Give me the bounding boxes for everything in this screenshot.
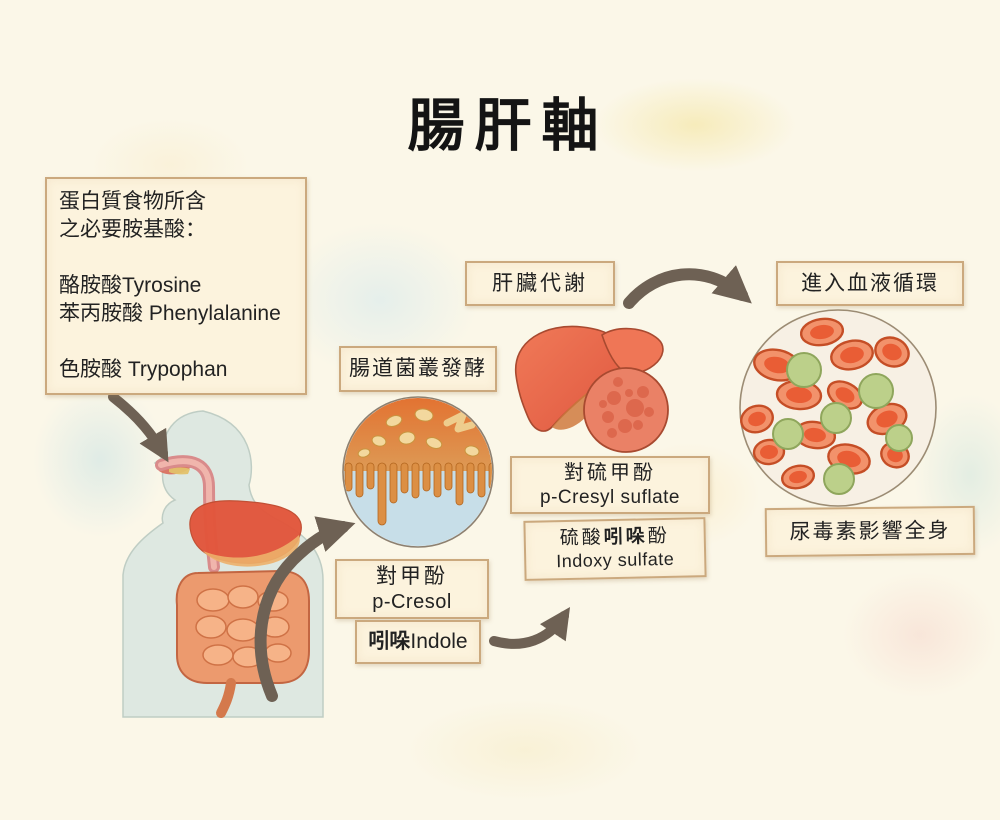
indole-box: 吲哚Indole — [355, 620, 481, 664]
page-title: 腸肝軸 — [407, 94, 609, 158]
p-cresyl-sulfate-box: 對硫甲酚 p-Cresyl suflate — [510, 456, 710, 514]
p-cresyl-sulfate-en: p-Cresyl suflate — [540, 486, 680, 508]
liver-and-cells-illustration — [515, 325, 669, 453]
uremic-toxins-label: 尿毒素影響全身 — [764, 505, 976, 558]
arrow-liver-to-blood — [623, 265, 752, 309]
p-cresyl-sulfate-zh: 對硫甲酚 — [564, 462, 656, 485]
blood-cells-circle-illustration — [739, 309, 937, 507]
red-blood-cells — [740, 317, 910, 490]
protein-amino-acids-box: 蛋白質食物所含 之必要胺基酸： 酪胺酸Tyrosine 苯丙胺酸 Phenyla… — [45, 177, 307, 395]
enter-blood-text: 進入血液循環 — [801, 271, 939, 295]
human-digestive-system-illustration — [122, 410, 324, 718]
indoxyl-sulfate-box: 硫酸吲哚酚 Indoxy sulfate — [523, 517, 707, 581]
p-cresol-box: 對甲酚 p-Cresol — [335, 559, 489, 619]
gut-fermentation-text: 腸道菌叢發酵 — [349, 357, 487, 381]
indoxyl-sulfate-zh: 硫酸吲哚酚 — [559, 526, 670, 550]
enter-blood-label: 進入血液循環 — [776, 261, 964, 306]
arrow-indole-to-sulfate — [489, 606, 571, 649]
indoxyl-sulfate-en: Indoxy sulfate — [555, 548, 675, 571]
gut-liver-axis-diagram: { "title": "腸肝軸", "info_box": { "text": … — [5, 60, 1000, 820]
gut-microbiome-circle-illustration — [342, 396, 494, 548]
watercolor-wash — [810, 545, 1000, 725]
liver-metabolism-text: 肝臟代謝 — [492, 271, 588, 295]
indole-text: 吲哚Indole — [368, 630, 468, 654]
liver-metabolism-label: 肝臟代謝 — [465, 261, 615, 306]
p-cresol-en: p-Cresol — [372, 590, 452, 613]
p-cresol-zh: 對甲酚 — [376, 565, 448, 588]
gut-fermentation-label: 腸道菌叢發酵 — [339, 346, 497, 392]
uremic-toxins-text: 尿毒素影響全身 — [789, 518, 951, 544]
watercolor-wash — [360, 680, 690, 820]
